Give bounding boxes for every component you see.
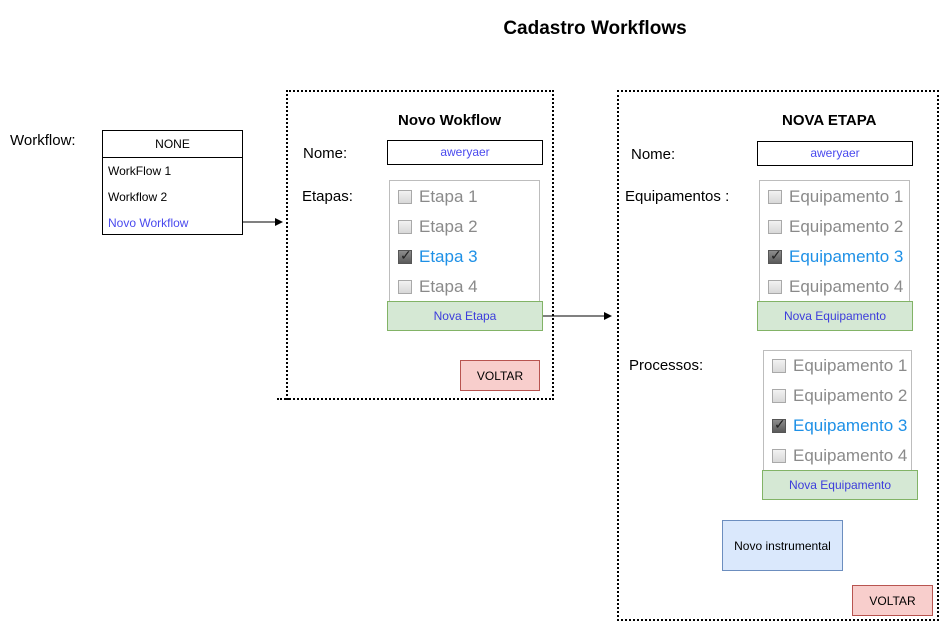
novo-instrumental-button[interactable]: Novo instrumental [722, 520, 843, 571]
checkbox-checked-icon[interactable] [398, 247, 412, 264]
checkbox-icon[interactable] [398, 220, 412, 234]
workflow-option[interactable]: Workflow 2 [108, 190, 168, 204]
processo-label: Equipamento 2 [793, 386, 908, 405]
nome-label: Nome: [303, 145, 348, 162]
etapa-label: Etapa 4 [419, 277, 478, 296]
checkbox-icon[interactable] [772, 449, 786, 463]
workflow-option[interactable]: WorkFlow 1 [108, 164, 172, 178]
equipamento-item[interactable]: Equipamento 3 [760, 242, 909, 272]
workflow-label: Workflow: [10, 132, 76, 149]
workflow-option-new[interactable]: Novo Workflow [108, 216, 189, 230]
nova-etapa-title: NOVA ETAPA [782, 112, 877, 129]
equipamento-item[interactable]: Equipamento 4 [760, 272, 909, 302]
equipamento-item[interactable]: Equipamento 2 [760, 212, 909, 242]
equipamentos-checklist: Equipamento 1 Equipamento 2 Equipamento … [759, 180, 910, 302]
nome-input[interactable]: aweryaer [387, 140, 543, 165]
checkbox-icon[interactable] [768, 280, 782, 294]
voltar-button[interactable]: VOLTAR [460, 360, 540, 391]
etapa-label: Etapa 1 [419, 187, 478, 206]
etapa-item[interactable]: Etapa 1 [390, 182, 539, 212]
novo-workflow-title: Novo Wokflow [398, 112, 502, 129]
processos-label: Processos: [629, 357, 704, 374]
checkbox-icon[interactable] [398, 280, 412, 294]
novo-workflow-panel [286, 90, 554, 400]
checkbox-icon[interactable] [768, 220, 782, 234]
equipamento-label: Equipamento 3 [789, 247, 904, 266]
checkbox-icon[interactable] [772, 359, 786, 373]
novo-workflow-panel-bottom-edge [277, 398, 289, 400]
checkbox-icon[interactable] [772, 389, 786, 403]
processo-label: Equipamento 4 [793, 446, 908, 465]
etapa-item[interactable]: Etapa 3 [390, 242, 539, 272]
workflow-dropdown[interactable]: NONE WorkFlow 1 Workflow 2 Novo Workflow [102, 130, 243, 235]
nome-label: Nome: [631, 146, 676, 163]
checkbox-icon[interactable] [768, 190, 782, 204]
equipamento-label: Equipamento 1 [789, 187, 904, 206]
nome-input[interactable]: aweryaer [757, 141, 913, 166]
nova-etapa-panel [617, 90, 939, 621]
processo-label: Equipamento 3 [793, 416, 908, 435]
processo-item[interactable]: Equipamento 3 [764, 411, 911, 441]
etapa-item[interactable]: Etapa 4 [390, 272, 539, 302]
checkbox-checked-icon[interactable] [768, 247, 782, 264]
checkbox-checked-icon[interactable] [772, 416, 786, 433]
processo-label: Equipamento 1 [793, 356, 908, 375]
processo-item[interactable]: Equipamento 4 [764, 441, 911, 471]
workflow-dropdown-selected[interactable]: NONE [103, 131, 242, 158]
etapas-checklist: Etapa 1 Etapa 2 Etapa 3 Etapa 4 [389, 180, 540, 302]
nova-equipamento-button[interactable]: Nova Equipamento [757, 301, 913, 331]
equipamento-label: Equipamento 4 [789, 277, 904, 296]
etapa-label: Etapa 3 [419, 247, 478, 266]
etapas-label: Etapas: [302, 188, 353, 205]
processo-item[interactable]: Equipamento 1 [764, 351, 911, 381]
equipamento-label: Equipamento 2 [789, 217, 904, 236]
etapa-item[interactable]: Etapa 2 [390, 212, 539, 242]
processo-item[interactable]: Equipamento 2 [764, 381, 911, 411]
processos-checklist: Equipamento 1 Equipamento 2 Equipamento … [763, 350, 912, 472]
equipamento-item[interactable]: Equipamento 1 [760, 182, 909, 212]
equipamentos-label: Equipamentos : [625, 188, 730, 205]
etapa-label: Etapa 2 [419, 217, 478, 236]
voltar-button[interactable]: VOLTAR [852, 585, 933, 616]
nova-processo-button[interactable]: Nova Equipamento [762, 470, 918, 500]
page-title: Cadastro Workflows [503, 18, 687, 39]
checkbox-icon[interactable] [398, 190, 412, 204]
nova-etapa-button[interactable]: Nova Etapa [387, 301, 543, 331]
